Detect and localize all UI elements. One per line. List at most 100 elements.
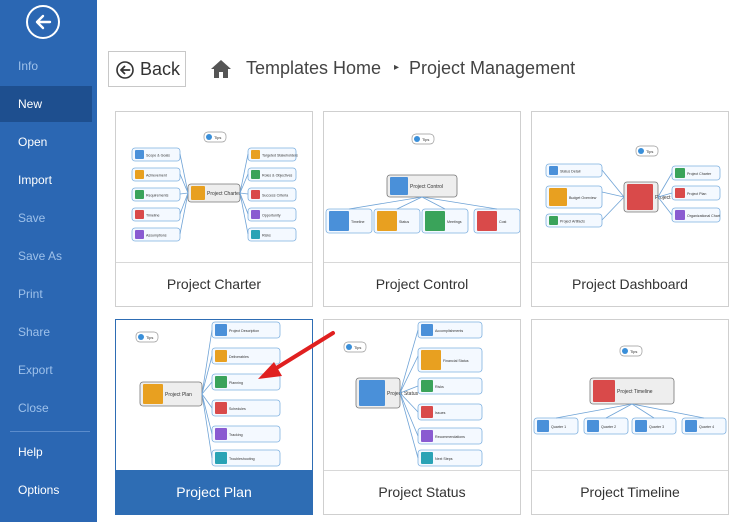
back-arrow-icon[interactable] [26, 5, 60, 39]
connector [179, 192, 189, 215]
tips-node: Tips [411, 133, 435, 145]
node-label: Project Control [410, 184, 443, 190]
tips-node: Tips [619, 345, 643, 357]
node-label: Timeline [351, 220, 364, 224]
home-icon[interactable] [209, 58, 233, 80]
connector [239, 192, 249, 215]
connector [555, 403, 633, 419]
mindmap-node: Cost [473, 208, 520, 234]
tips-node: Tips [635, 145, 659, 157]
template-card-title: Project Control [375, 276, 469, 292]
node-label: Achievement [146, 174, 167, 178]
node-label: Timeline [146, 214, 159, 218]
node-icon [421, 350, 441, 370]
node-label: Quarter 4 [699, 425, 714, 429]
node-icon [191, 186, 205, 200]
tips-label: Tips [146, 335, 153, 340]
connector [399, 392, 419, 413]
node-icon [675, 188, 685, 198]
sidebar-item-share[interactable]: Share [18, 325, 51, 339]
node-icon [251, 150, 260, 159]
mindmap-node: Recommendations [417, 427, 483, 445]
node-label: Deliverables [229, 355, 249, 359]
sidebar: Info New Open Import Save Save As Print … [0, 0, 97, 522]
back-arrow-icon [116, 61, 134, 79]
sidebar-item-new[interactable]: New [0, 86, 92, 122]
node-label: Risks [262, 234, 271, 238]
mindmap-node: Issues [417, 403, 483, 421]
node-icon [215, 452, 227, 464]
connector [631, 403, 705, 419]
node-label: Status [399, 220, 409, 224]
node-label: Tracking [229, 433, 243, 437]
node-icon [215, 324, 227, 336]
node-label: Project Status [387, 391, 419, 397]
sidebar-item-close[interactable]: Close [18, 401, 49, 415]
back-label: Back [140, 59, 181, 79]
sidebar-item-help[interactable]: Help [18, 445, 43, 459]
template-card-title: Project Charter [166, 276, 262, 292]
node-label: Assumptions [146, 234, 167, 238]
connector [201, 393, 213, 459]
connector [601, 191, 625, 198]
node-icon [587, 420, 599, 432]
node-icon [675, 210, 685, 220]
sidebar-item-options[interactable]: Options [18, 483, 60, 497]
node-icon [251, 170, 260, 179]
node-icon [251, 190, 260, 199]
sidebar-item-save-as[interactable]: Save As [18, 249, 63, 263]
sidebar-item-import[interactable]: Import [18, 173, 53, 187]
tips-label: Tips [354, 345, 361, 350]
mindmap-node: Financial Status [417, 347, 483, 373]
connector [399, 355, 419, 394]
connector [201, 355, 213, 395]
back-button[interactable]: Back [108, 51, 186, 87]
sidebar-item-info[interactable]: Info [18, 59, 39, 73]
connector [399, 392, 419, 437]
node-icon [421, 406, 433, 418]
mindmap-node: Organizational Chart [671, 207, 721, 223]
node-icon [421, 324, 433, 336]
sidebar-item-save[interactable]: Save [18, 211, 46, 225]
connector [399, 392, 419, 459]
mindmap-node: Status Detail [545, 163, 603, 178]
node-icon [135, 210, 144, 219]
mindmap-node: Status [373, 208, 421, 234]
connector [396, 196, 423, 210]
node-icon [215, 350, 227, 362]
sidebar-item-print[interactable]: Print [18, 287, 43, 301]
breadcrumb-templates-home[interactable]: Templates Home [246, 58, 382, 78]
mindmap-node: Risks [417, 377, 483, 395]
node-label: Project Artifacts [560, 220, 585, 224]
breadcrumb-current: Project Management [409, 58, 576, 78]
node-icon [537, 420, 549, 432]
sidebar-item-open[interactable]: Open [18, 135, 48, 149]
mindmap-node: Meetings [421, 208, 469, 234]
node-icon [685, 420, 697, 432]
node-label: Financial Status [443, 359, 469, 363]
connector [239, 192, 249, 195]
sidebar-item-export[interactable]: Export [18, 363, 53, 377]
connector [421, 196, 446, 210]
node-label: Cost [499, 220, 506, 224]
mindmap-node: Success Criteria [247, 187, 297, 202]
node-icon [215, 402, 227, 414]
mindmap-node: Planning [211, 373, 281, 391]
node-label: Project Plan [165, 392, 192, 398]
mindmap-node: Tracking [211, 425, 281, 443]
mindmap-node: Quarter 2 [583, 417, 629, 435]
node-label: Recommendations [435, 435, 465, 439]
connector [605, 403, 633, 419]
node-label: Success Criteria [262, 194, 288, 198]
connector [239, 192, 249, 235]
mindmap-node: Schedules [211, 399, 281, 417]
